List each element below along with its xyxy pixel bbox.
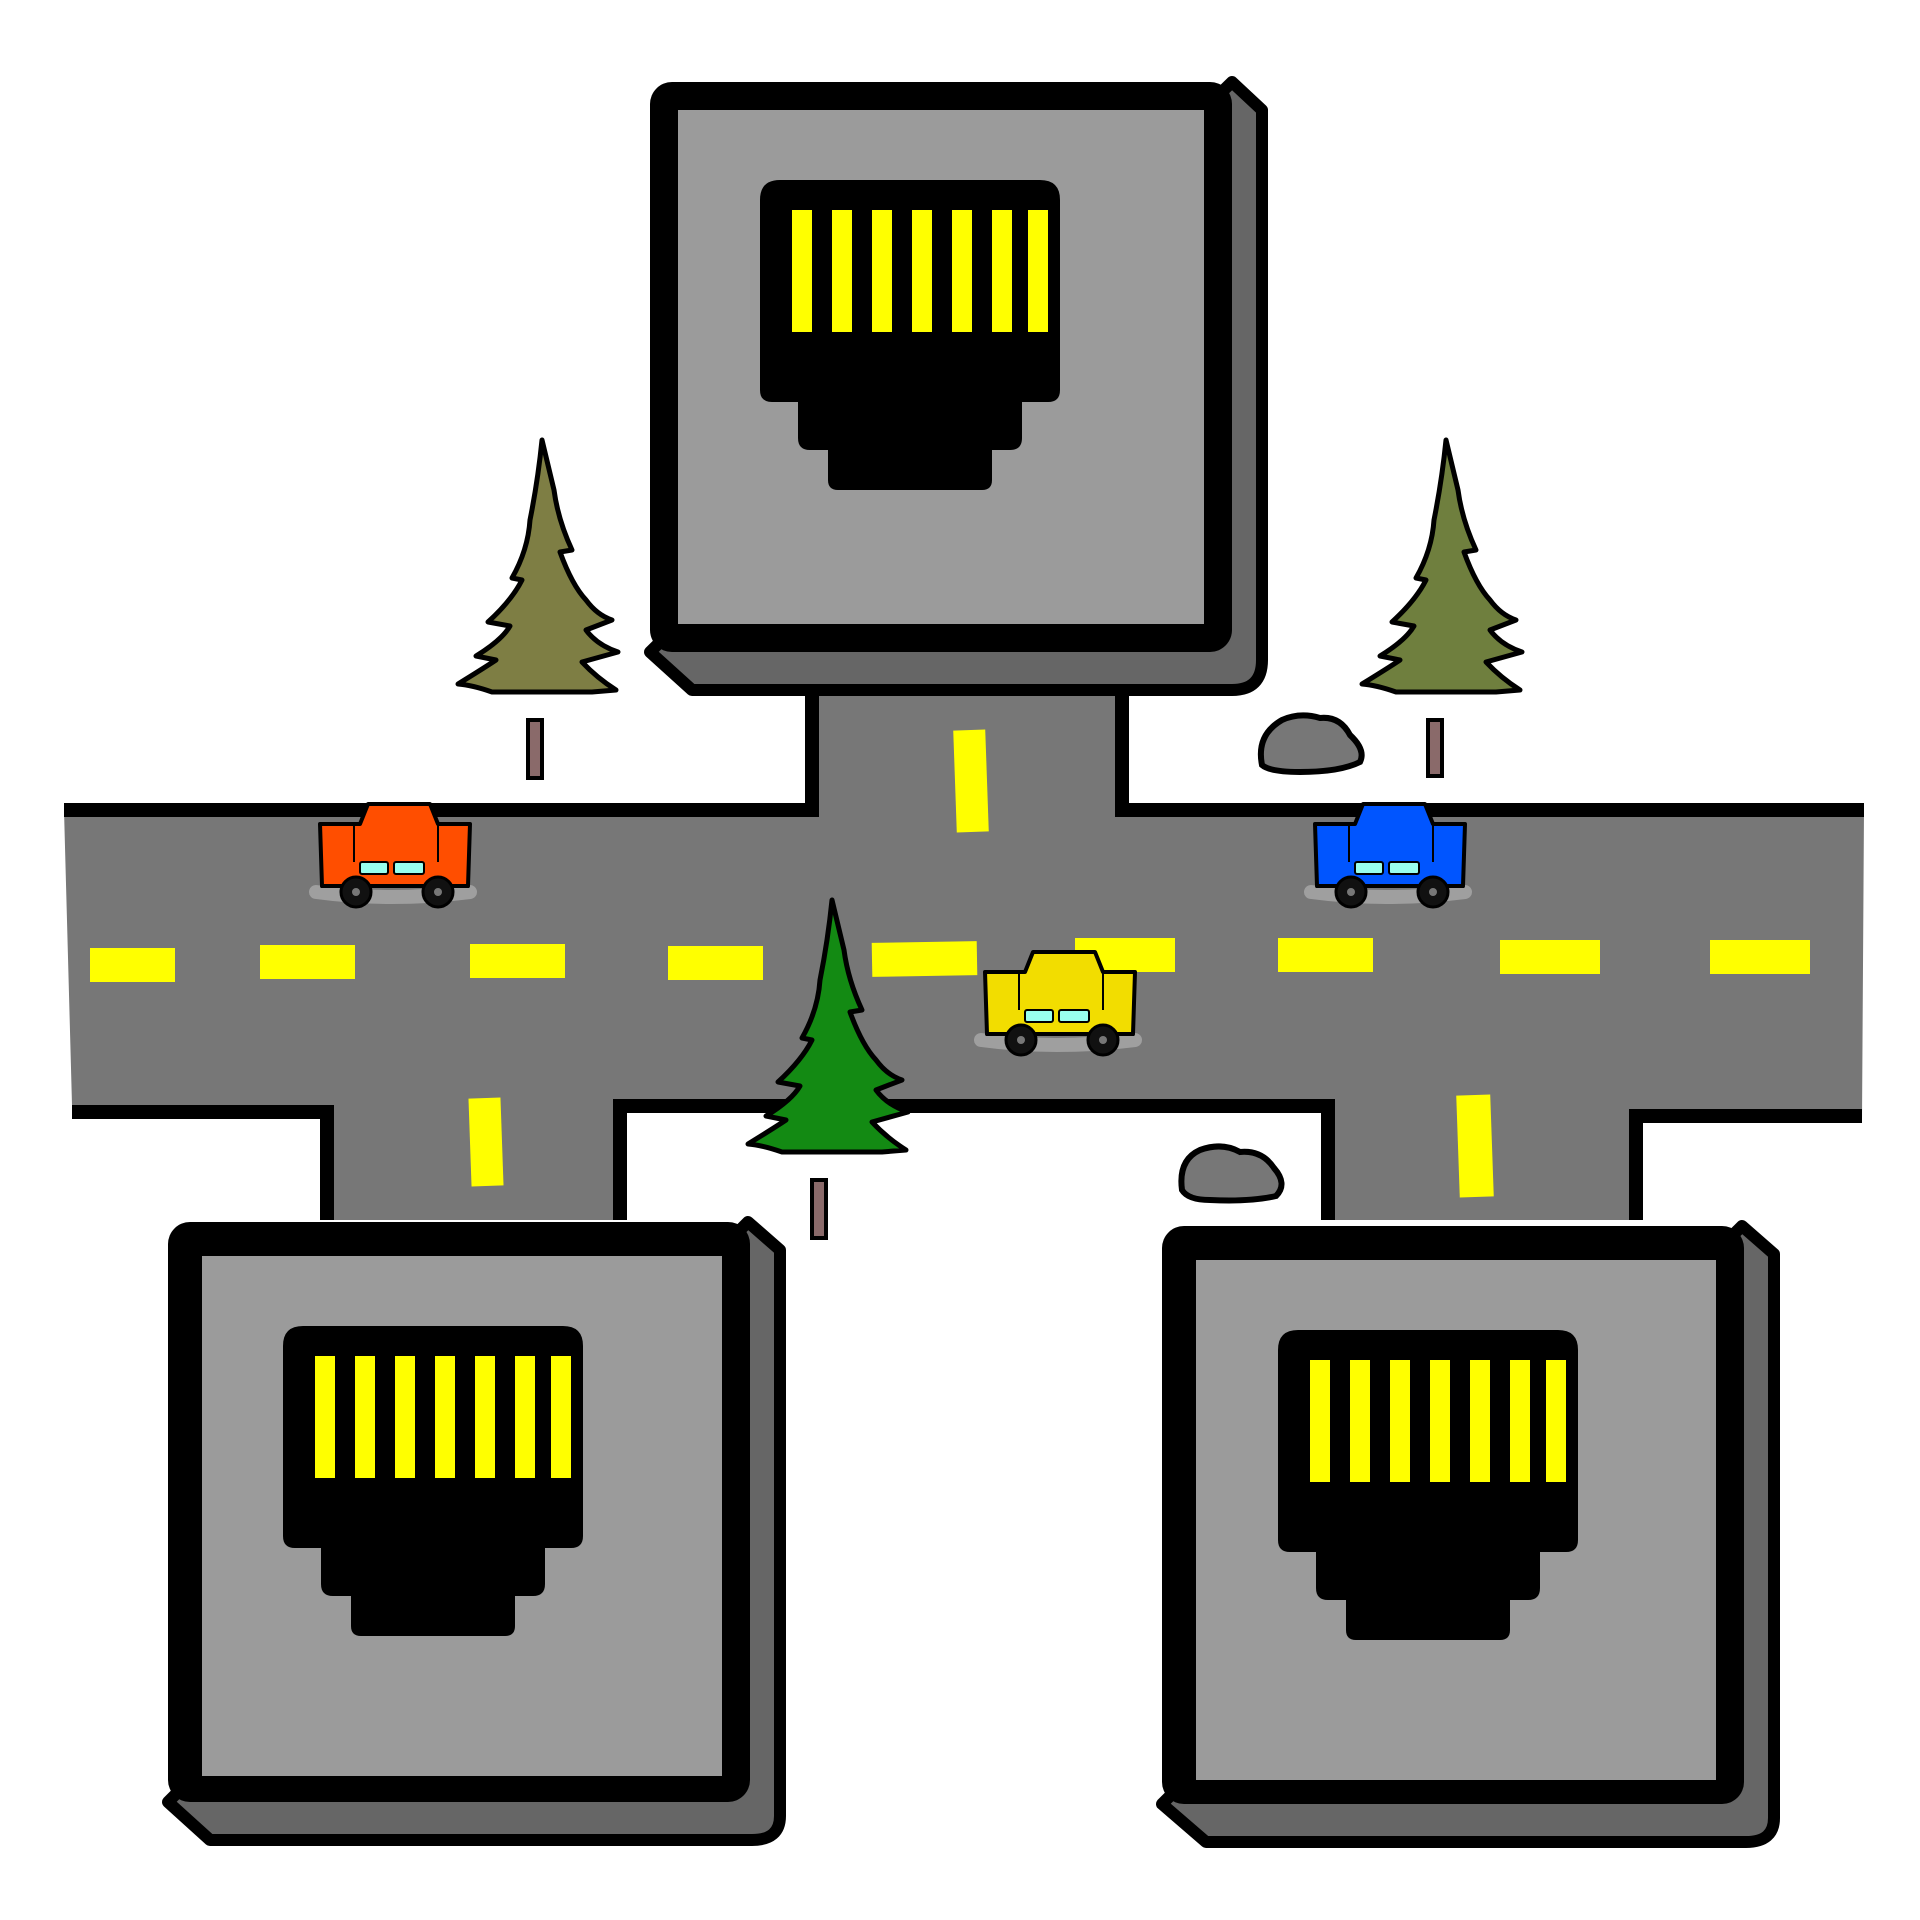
- pine-tree-icon: [458, 440, 618, 692]
- ethernet-port-icon: [1278, 1330, 1578, 1640]
- pine-tree-icon: [1362, 440, 1522, 692]
- tree-right: [1362, 440, 1522, 778]
- ethernet-port-icon: [283, 1326, 583, 1636]
- rock-icon: [1258, 712, 1365, 776]
- tree-left: [458, 440, 618, 780]
- port-bottom-left: [162, 1216, 786, 1846]
- ethernet-port-icon: [760, 180, 1060, 490]
- lane-markings: [90, 729, 1810, 1198]
- port-top: [644, 76, 1268, 696]
- tree-center: [748, 900, 908, 1240]
- port-bottom-right: [1156, 1220, 1780, 1848]
- rock-icon: [1178, 1143, 1285, 1204]
